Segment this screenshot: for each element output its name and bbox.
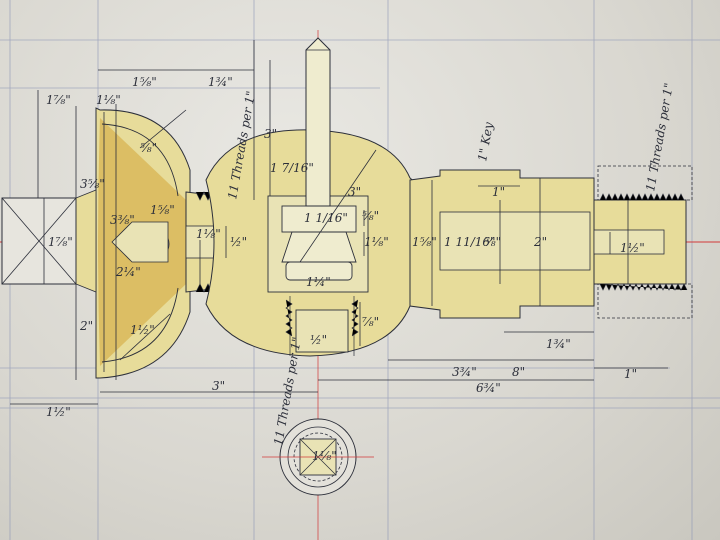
- dim-ball-1-1-8: 1⅛": [364, 235, 389, 249]
- dim-bottom-1-1-2: 1½": [46, 405, 71, 419]
- dim-cup-3-3-8: 3⅜": [110, 213, 135, 227]
- dim-left-width: 1⅞": [48, 235, 73, 249]
- dim-top-1-3-4: 1¾": [208, 75, 233, 89]
- dim-cup-1-5-8: 1⅝": [150, 203, 175, 217]
- threaded-end: [593, 165, 693, 319]
- shaft: [409, 169, 595, 319]
- dim-bore-1-1-8: 1⅛": [196, 227, 221, 241]
- dim-left-1-1-8: 1⅛": [96, 93, 121, 107]
- nut-end-view: [262, 418, 374, 496]
- dim-bottom-6-3-4: 6¾": [476, 381, 501, 395]
- dim-cup-2-1-4: 2¼": [115, 265, 141, 279]
- spindle-rod: [305, 37, 331, 207]
- dim-ball-7-8: ⅞": [362, 315, 379, 329]
- dim-bottom-3: 3": [212, 379, 225, 393]
- dim-nut-1-1-8: 1⅛": [312, 449, 337, 463]
- cup-flange: [75, 107, 191, 379]
- dim-shaft-1-11-16: 1 11/16": [444, 235, 496, 249]
- dimension-labels: 1⅝" 1¾" 3" 1⅞" 1⅛" 1⅞" 3⅝" 2" ⅝" 3⅜" 1⅝"…: [46, 75, 645, 463]
- dim-bore-1-2: ½": [230, 235, 247, 249]
- note-threads-right: 11 Threads per 1": [643, 82, 676, 193]
- dim-key-1-3-4: 1¾": [546, 337, 571, 351]
- dim-cup-5-8: ⅝": [140, 141, 157, 155]
- dim-cup-1-1-2: 1½": [130, 323, 155, 337]
- square-end: [1, 197, 77, 285]
- dim-bottom-8: 8": [512, 365, 525, 379]
- dimension-lines: [10, 40, 668, 405]
- dim-bottom-1: 1": [624, 367, 637, 381]
- dim-left-1-7-8: 1⅞": [46, 93, 71, 107]
- dim-top-1-5-8: 1⅝": [132, 75, 157, 89]
- note-key: 1" Key: [475, 121, 496, 163]
- dim-bottom-3-3-4: 3¾": [452, 365, 477, 379]
- dim-neck-1-5-8: 1⅝": [412, 235, 437, 249]
- dim-shaft-5-8: ⅝": [484, 235, 501, 249]
- dim-key-1: 1": [492, 185, 505, 199]
- dim-ball-3: 3": [348, 185, 361, 199]
- dim-flange-3-5-8: 3⅝": [80, 177, 105, 191]
- dim-flange-2: 2": [79, 319, 93, 333]
- dim-end-1-1-2: 1½": [620, 241, 645, 255]
- ball-body: [205, 129, 425, 357]
- dim-ball-1-1-16: 1 1/16": [304, 211, 348, 225]
- dim-ball-1-2: ½": [310, 333, 327, 347]
- dim-ball-1-7-16: 1 7/16": [270, 161, 314, 175]
- dim-ball-1-1-4: 1¼": [306, 275, 331, 289]
- dim-shaft-2: 2": [533, 235, 547, 249]
- dim-ball-5-8: ⅝": [362, 209, 379, 223]
- dim-top-3: 3": [264, 127, 277, 141]
